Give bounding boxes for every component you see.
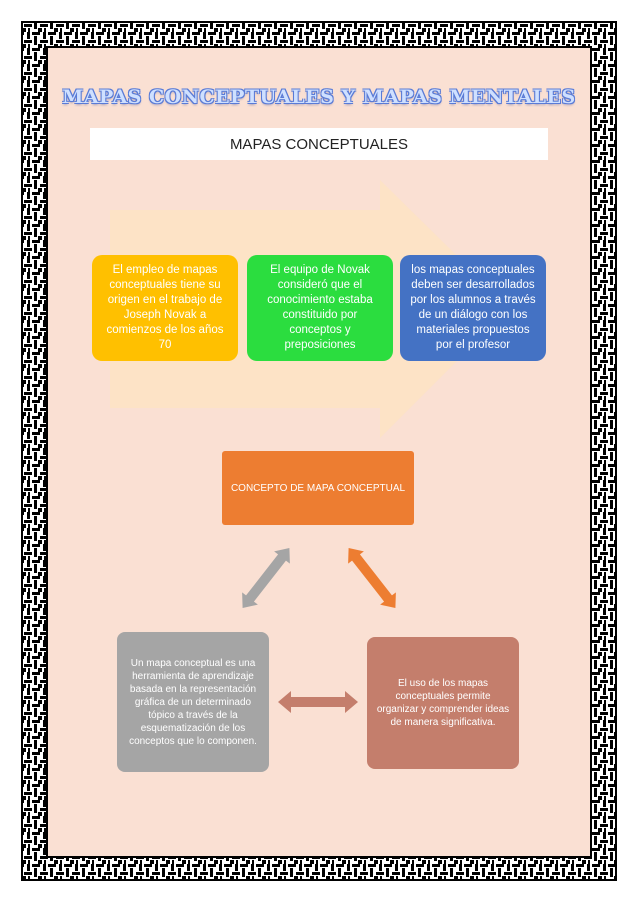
section-heading: MAPAS CONCEPTUALES (90, 128, 548, 160)
cycle-top-text: CONCEPTO DE MAPA CONCEPTUAL (230, 482, 406, 494)
cycle-right-text: El uso de los mapas conceptuales permite… (376, 678, 510, 728)
cycle-left-text: Un mapa conceptual es una herramienta de… (129, 657, 257, 747)
page-title: MAPAS CONCEPTUALES Y MAPAS MENTALES (62, 86, 576, 108)
cycle-top-node: CONCEPTO DE MAPA CONCEPTUAL (222, 451, 414, 525)
arrow-top-left (242, 548, 290, 608)
cycle-left-node: Un mapa conceptual es una herramienta de… (117, 632, 269, 772)
arrow-bottom (278, 691, 358, 713)
process-step-2: El equipo de Novak consideró que el cono… (247, 255, 393, 361)
process-step-2-text: El equipo de Novak consideró que el cono… (267, 264, 373, 351)
cycle-right-node: El uso de los mapas conceptuales permite… (367, 637, 519, 769)
process-step-1: El empleo de mapas conceptuales tiene su… (92, 255, 238, 361)
process-step-3-text: los mapas conceptuales deben ser desarro… (410, 264, 536, 351)
arrow-top-right (348, 548, 396, 608)
process-step-1-text: El empleo de mapas conceptuales tiene su… (106, 264, 224, 351)
process-step-3: los mapas conceptuales deben ser desarro… (400, 255, 546, 361)
